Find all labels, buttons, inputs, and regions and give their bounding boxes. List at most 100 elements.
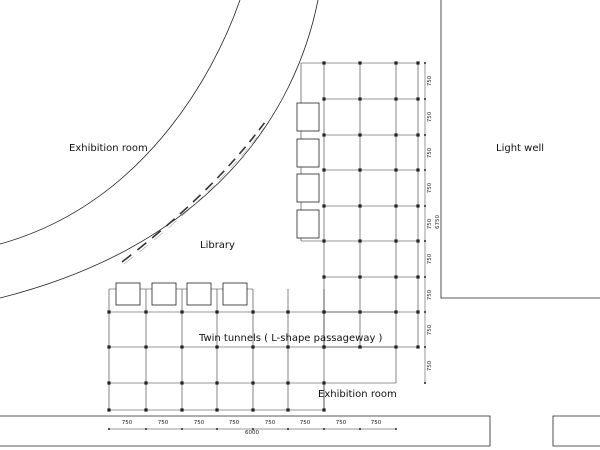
label-twin-tunnels: Twin tunnels ( L-shape passageway ) bbox=[198, 333, 383, 344]
shelf-segment bbox=[238, 146, 247, 155]
grid-joint bbox=[358, 168, 362, 172]
shelf-edge bbox=[260, 124, 267, 133]
grid-joint bbox=[251, 408, 255, 412]
dim-h-2: 750 bbox=[194, 420, 205, 426]
grid-joint bbox=[322, 168, 326, 172]
grid-joint bbox=[215, 345, 219, 349]
grid-joint bbox=[286, 381, 290, 385]
dim-v-3: 750 bbox=[427, 182, 433, 193]
dimension-tick bbox=[424, 346, 426, 348]
horizontal-dimension-labels: 750 750 750 750 750 750 750 750 6000 bbox=[122, 420, 382, 436]
grid-joint bbox=[322, 310, 326, 314]
label-exhibition-room-left: Exhibition room bbox=[69, 143, 148, 154]
dim-v-total: 6750 bbox=[435, 215, 441, 229]
bottom-wall-left bbox=[0, 415, 491, 447]
dimension-tick bbox=[424, 311, 426, 313]
grid-joint bbox=[416, 239, 420, 243]
grid-joint bbox=[416, 168, 420, 172]
grid-joint bbox=[180, 310, 184, 314]
grid-joint bbox=[215, 381, 219, 385]
dim-v-1: 750 bbox=[427, 111, 433, 122]
display-box bbox=[296, 173, 320, 203]
grid-joint bbox=[416, 61, 420, 65]
display-box bbox=[296, 209, 320, 239]
shelf-edge bbox=[168, 220, 177, 229]
dimension-tick bbox=[287, 428, 289, 430]
grid-joint bbox=[394, 239, 398, 243]
grid-joint bbox=[144, 381, 148, 385]
grid-joint bbox=[286, 310, 290, 314]
dim-h-7: 750 bbox=[371, 420, 382, 426]
shelf-segment bbox=[136, 242, 147, 251]
grid-joint bbox=[394, 97, 398, 101]
shelf-segment bbox=[248, 134, 256, 143]
grid-joint bbox=[251, 345, 255, 349]
dimension-tick bbox=[359, 428, 361, 430]
shelf-edge bbox=[241, 148, 248, 157]
grid-joint bbox=[416, 310, 420, 314]
library-shelf bbox=[121, 122, 267, 265]
grid-joint bbox=[144, 345, 148, 349]
grid-joint bbox=[394, 168, 398, 172]
display-box bbox=[296, 102, 320, 132]
grid-joint bbox=[358, 310, 362, 314]
grid-joint bbox=[322, 133, 326, 137]
dim-v-2: 750 bbox=[427, 147, 433, 158]
shelf-segment bbox=[258, 122, 266, 131]
dim-v-8: 750 bbox=[427, 360, 433, 371]
dimension-tick bbox=[395, 428, 397, 430]
dim-h-6: 750 bbox=[336, 420, 347, 426]
shelf-edge bbox=[230, 160, 238, 169]
dim-v-7: 750 bbox=[427, 324, 433, 335]
shelf-segment bbox=[121, 254, 132, 263]
grid-joint bbox=[416, 97, 420, 101]
grid-joint bbox=[107, 345, 111, 349]
grid-joint bbox=[215, 408, 219, 412]
shelf-segment bbox=[228, 158, 236, 167]
shelf-segment bbox=[204, 182, 214, 191]
dimension-tick bbox=[424, 134, 426, 136]
dim-v-0: 750 bbox=[427, 75, 433, 86]
grid-joint bbox=[251, 310, 255, 314]
dimension-tick bbox=[424, 276, 426, 278]
dim-v-5: 750 bbox=[427, 253, 433, 264]
dim-h-0: 750 bbox=[122, 420, 133, 426]
shelf-edge bbox=[219, 172, 227, 181]
dim-h-total: 6000 bbox=[245, 430, 259, 436]
grid-joint bbox=[358, 345, 362, 349]
grid-joint bbox=[416, 345, 420, 349]
dimension-tick bbox=[216, 428, 218, 430]
grid-joint bbox=[144, 310, 148, 314]
grid-joint bbox=[394, 275, 398, 279]
grid-joint bbox=[322, 204, 326, 208]
grid-joint bbox=[416, 133, 420, 137]
dim-h-3: 750 bbox=[229, 420, 240, 426]
dimension-lines bbox=[108, 62, 426, 430]
grid-joint bbox=[416, 204, 420, 208]
grid-joint bbox=[358, 133, 362, 137]
display-boxes bbox=[115, 102, 320, 306]
label-light-well: Light well bbox=[496, 143, 544, 154]
grid-joint bbox=[286, 408, 290, 412]
dimension-tick bbox=[181, 428, 183, 430]
grid-joint bbox=[358, 97, 362, 101]
grid-joint bbox=[107, 310, 111, 314]
grid-joint bbox=[358, 61, 362, 65]
grid-joint bbox=[358, 275, 362, 279]
dimension-tick bbox=[424, 382, 426, 384]
grid-joint bbox=[322, 345, 326, 349]
grid-joint bbox=[322, 408, 326, 412]
shelf-segment bbox=[165, 218, 176, 227]
grid-joint bbox=[358, 204, 362, 208]
grid-joint bbox=[180, 408, 184, 412]
shelf-edge bbox=[251, 136, 258, 145]
grid-joint bbox=[322, 61, 326, 65]
grid-joint bbox=[322, 239, 326, 243]
shelf-edge bbox=[139, 244, 149, 253]
light-well-wall bbox=[440, 0, 600, 299]
grid-joint bbox=[394, 345, 398, 349]
grid-joint bbox=[215, 310, 219, 314]
grid-joint bbox=[394, 61, 398, 65]
curved-wall-outer bbox=[0, 0, 241, 245]
